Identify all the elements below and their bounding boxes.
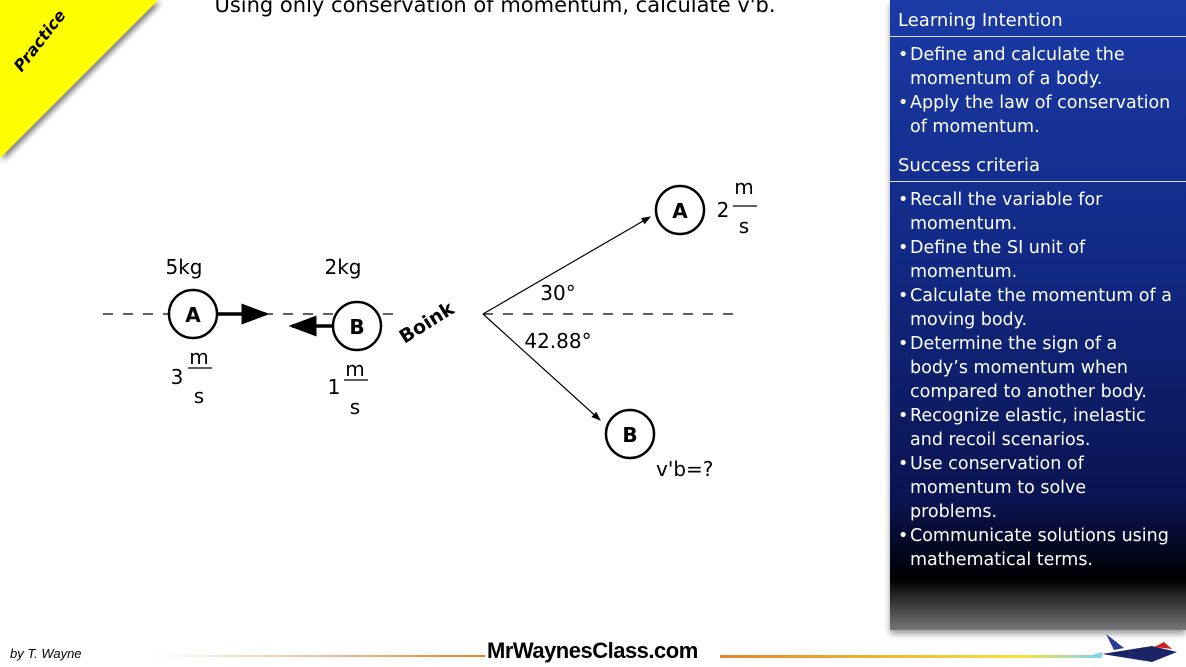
- list-item: Apply the law of conservation of momentu…: [898, 91, 1178, 139]
- list-item: Define the SI unit of momentum.: [898, 236, 1178, 284]
- arrow-a-after: [482, 216, 652, 315]
- mass-b: 2kg: [324, 255, 361, 279]
- list-item: Calculate the momentum of a moving body.: [898, 284, 1178, 332]
- arrow-b-after: [482, 313, 601, 421]
- ball-b-after-label: B: [622, 423, 637, 447]
- vb-unit-den: s: [350, 395, 360, 419]
- angle-b: 42.88°: [524, 329, 591, 353]
- list-item: Recall the variable for momentum.: [898, 188, 1178, 236]
- vb-after-unknown: v'b=?: [656, 457, 713, 481]
- ball-b-label: B: [349, 315, 364, 339]
- collision-label: Boink: [395, 297, 458, 348]
- list-item: Define and calculate the momentum of a b…: [898, 43, 1178, 91]
- footer-line-left: [150, 655, 485, 657]
- learning-intention-list: Define and calculate the momentum of a b…: [890, 37, 1186, 147]
- mass-a: 5kg: [165, 255, 202, 279]
- rocket-icon: [1092, 634, 1177, 662]
- ball-b-after: [604, 408, 656, 460]
- va-number: 3: [171, 365, 184, 389]
- va-after-unit-num: m: [734, 175, 753, 199]
- ball-a-label: A: [185, 303, 201, 327]
- success-criteria-heading: Success criteria: [890, 147, 1186, 182]
- ball-a-before: [167, 288, 219, 340]
- success-criteria-list: Recall the variable for momentum. Define…: [890, 182, 1186, 580]
- va-after-number: 2: [717, 198, 730, 222]
- momentum-diagram: Practice Using only conservation of mome…: [0, 0, 776, 481]
- site-logo-text: MrWaynesClass.com: [487, 638, 698, 663]
- list-item: Use conservation of momentum to solve pr…: [898, 452, 1178, 524]
- vb-unit-num: m: [345, 357, 364, 381]
- va-unit-den: s: [194, 384, 204, 408]
- angle-a: 30°: [540, 281, 575, 305]
- va-unit-num: m: [189, 345, 208, 369]
- va-after-unit-den: s: [739, 214, 749, 238]
- practice-badge: [0, 0, 158, 158]
- list-item: Determine the sign of a body’s momentum …: [898, 332, 1178, 404]
- author-credit: by T. Wayne: [10, 646, 82, 661]
- footer-line-right: [720, 655, 1100, 658]
- list-item: Communicate solutions using mathematical…: [898, 524, 1178, 572]
- objectives-panel: Learning Intention Define and calculate …: [890, 0, 1186, 630]
- vb-number: 1: [328, 375, 341, 399]
- list-item: Recognize elastic, inelastic and recoil …: [898, 404, 1178, 452]
- page-title: Using only conservation of momentum, cal…: [214, 0, 775, 17]
- ball-a-after: [654, 184, 706, 236]
- ball-a-after-label: A: [672, 199, 688, 223]
- learning-intention-heading: Learning Intention: [890, 0, 1186, 37]
